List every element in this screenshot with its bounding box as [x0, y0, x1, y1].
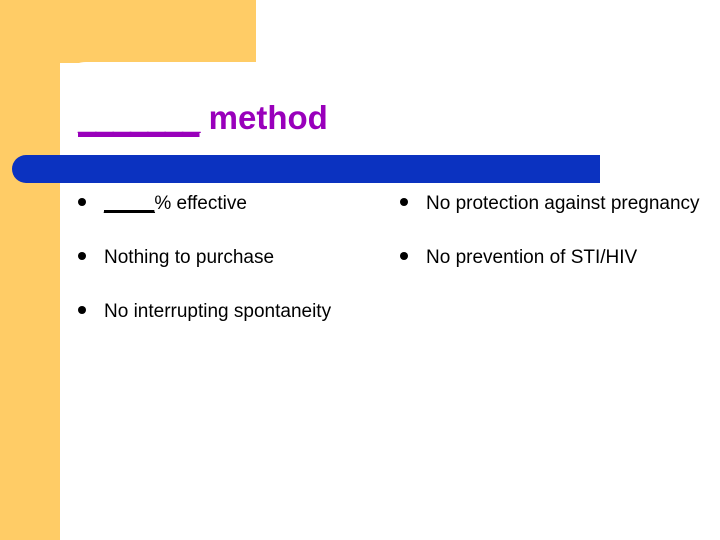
title-word: method [199, 99, 328, 136]
list-item-label: No protection against pregnancy [426, 193, 700, 214]
bullet-dot-icon [400, 190, 426, 215]
yellow-left-band-decoration [0, 0, 60, 540]
title-blank-placeholder: _______ [78, 99, 200, 136]
bullet-column-right: No protection against pregnancy No preve… [400, 190, 712, 298]
list-item-label: No interrupting spontaneity [104, 301, 332, 322]
list-item-label: Nothing to purchase [104, 247, 275, 268]
blue-divider-bar [12, 155, 600, 183]
list-item: No interrupting spontaneity [78, 298, 378, 326]
bullet-dot-icon [78, 298, 104, 323]
list-item-label: No prevention of STI/HIV [426, 247, 638, 268]
list-item: Nothing to purchase [78, 244, 378, 272]
list-item: No protection against pregnancy [400, 190, 712, 218]
yellow-top-block-decoration [0, 0, 256, 63]
slide-title-area: _______ method [60, 96, 660, 152]
white-rounded-corner-decoration [60, 62, 260, 102]
list-item: _____% effective [78, 190, 378, 218]
page-title: _______ method [78, 96, 328, 140]
list-item-text: % effective [154, 193, 247, 214]
list-item: No prevention of STI/HIV [400, 244, 712, 272]
bullet-dot-icon [400, 244, 426, 269]
bullet-column-left: _____% effective Nothing to purchase No … [78, 190, 378, 352]
blank-placeholder: _____ [104, 193, 155, 214]
bullet-dot-icon [78, 244, 104, 269]
slide-body: _____% effective Nothing to purchase No … [0, 190, 720, 390]
bullet-dot-icon [78, 190, 104, 215]
list-item-label: _____% effective [104, 190, 378, 218]
